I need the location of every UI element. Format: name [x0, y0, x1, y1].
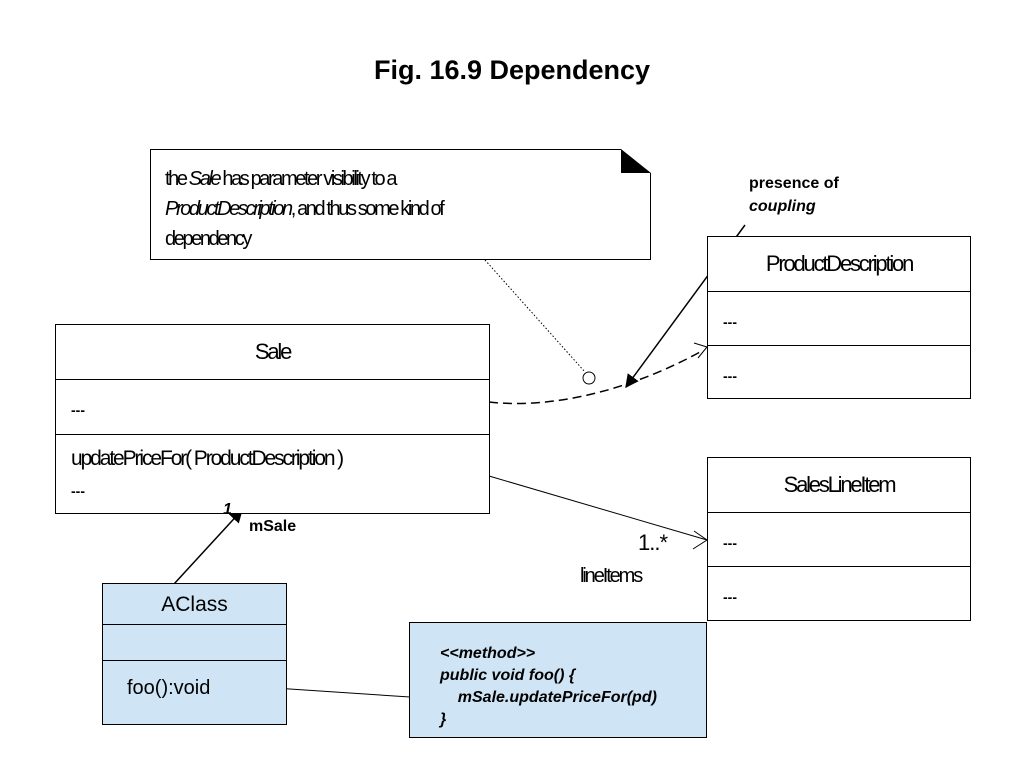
note-line2-post: , and thus some kind of [290, 198, 445, 220]
aclass-class: AClass foo():void [102, 583, 287, 725]
note-fold-corner [621, 149, 651, 173]
method-note-line4: } [440, 711, 447, 728]
dependency-arrowhead [693, 342, 708, 359]
note-line2-italic: ProductDescription [165, 198, 293, 220]
annotation-line1: presence of [749, 175, 839, 192]
sale-multiplicity: 1 [223, 501, 232, 518]
method-note-line2: public void foo() { [440, 667, 576, 684]
aclass-operation-text: foo():void [127, 677, 211, 699]
aclass-name: AClass [161, 593, 228, 616]
items-role: lineItems [580, 565, 643, 587]
sales-line-item-attr-text: --- [723, 535, 737, 551]
product-description-attr-text: --- [723, 314, 737, 330]
product-description-attributes: --- [708, 291, 970, 345]
product-description-operations: --- [708, 345, 970, 399]
method-note-line1: <<method>> [440, 645, 536, 662]
msale-association [173, 509, 243, 585]
items-multiplicity: 1..* [638, 530, 668, 555]
sales-line-item-name: SalesLineItem [783, 472, 897, 497]
product-description-name: ProductDescription [765, 251, 914, 276]
visibility-note: the Sale has parameter visibility to a P… [150, 149, 651, 260]
product-description-class: ProductDescription --- --- [707, 236, 971, 399]
annotation-line2: coupling [749, 198, 816, 215]
product-description-op-text: --- [723, 368, 737, 384]
sales-line-item-attributes: --- [708, 512, 970, 566]
line-items-arrowhead [692, 530, 708, 550]
sales-line-item-class: SalesLineItem --- --- [707, 457, 971, 621]
note-line1-post: has parameter visibility to a [219, 168, 397, 190]
method-note: <<method>> public void foo() { mSale.upd… [409, 622, 707, 738]
note-anchor-line [484, 259, 586, 373]
sale-operation-more: --- [71, 483, 85, 499]
note-line1-italic: Sale [188, 168, 222, 190]
aclass-attributes [103, 624, 286, 660]
coupling-annotation: presence of coupling [749, 172, 839, 218]
sales-line-item-operations: --- [708, 566, 970, 621]
note-text: the Sale has parameter visibility to a P… [165, 164, 635, 254]
sales-line-item-op-text: --- [723, 589, 737, 605]
sale-class: Sale --- updatePriceFor( ProductDescript… [55, 324, 490, 514]
note-line1-pre: the [165, 168, 189, 190]
aclass-operations: foo():void [103, 660, 286, 725]
sale-attr-text: --- [71, 402, 85, 418]
sale-name: Sale [254, 339, 292, 364]
note-line3: dependency [165, 228, 252, 250]
line-items-association [488, 475, 708, 541]
diagram-title: Fig. 16.9 Dependency [373, 55, 651, 85]
sale-operation-text: updatePriceFor( ProductDescription ) [71, 447, 344, 470]
note-anchor-circle [582, 371, 596, 385]
sale-role: mSale [249, 518, 297, 535]
method-note-line3: mSale.updatePriceFor(pd) [440, 689, 657, 706]
sale-attributes: --- [56, 379, 489, 434]
sale-operations: updatePriceFor( ProductDescription ) --- [56, 434, 489, 514]
